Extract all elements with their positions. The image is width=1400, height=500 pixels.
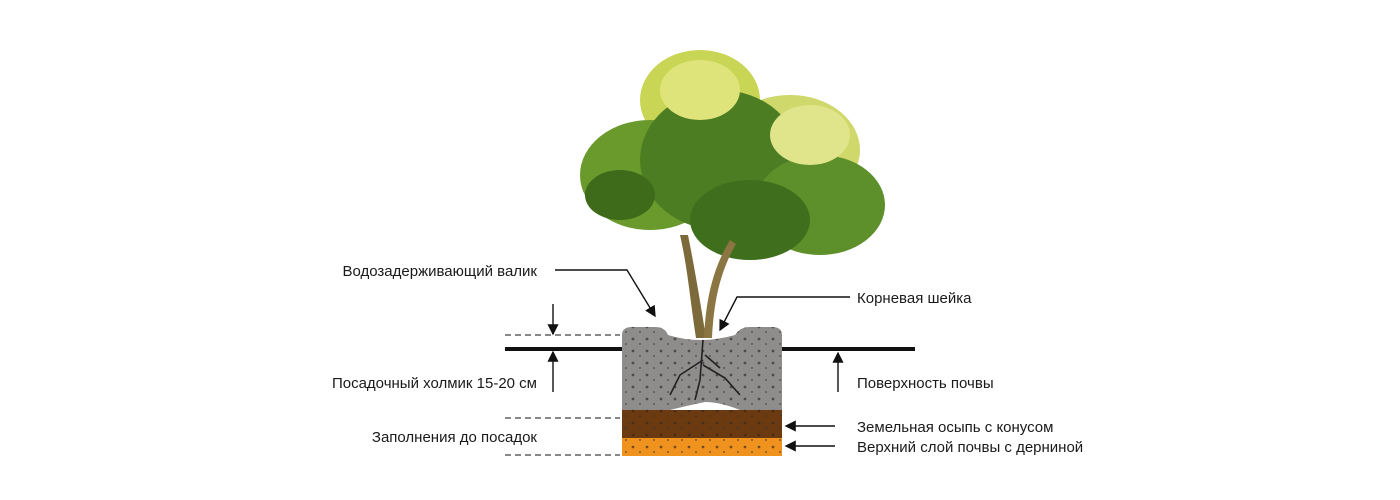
- label-earth-cone: Земельная осыпь с конусом: [857, 419, 1053, 436]
- tree-crown: [580, 50, 885, 260]
- label-backfill: Заполнения до посадок: [372, 429, 538, 446]
- tree-trunk: [680, 235, 706, 338]
- collar-leader: [719, 296, 850, 332]
- ridge-leader: [555, 269, 656, 318]
- planting-pit: [622, 327, 782, 456]
- label-topsoil-turf: Верхний слой почвы с дерниной: [857, 439, 1083, 456]
- label-water-ridge: Водозадерживающий валик: [342, 263, 537, 280]
- label-root-collar: Корневая шейка: [857, 290, 972, 307]
- label-planting-mound: Посадочный холмик 15-20 см: [332, 375, 537, 392]
- dashed-guides: [505, 334, 620, 456]
- label-soil-surface: Поверхность почвы: [857, 375, 994, 392]
